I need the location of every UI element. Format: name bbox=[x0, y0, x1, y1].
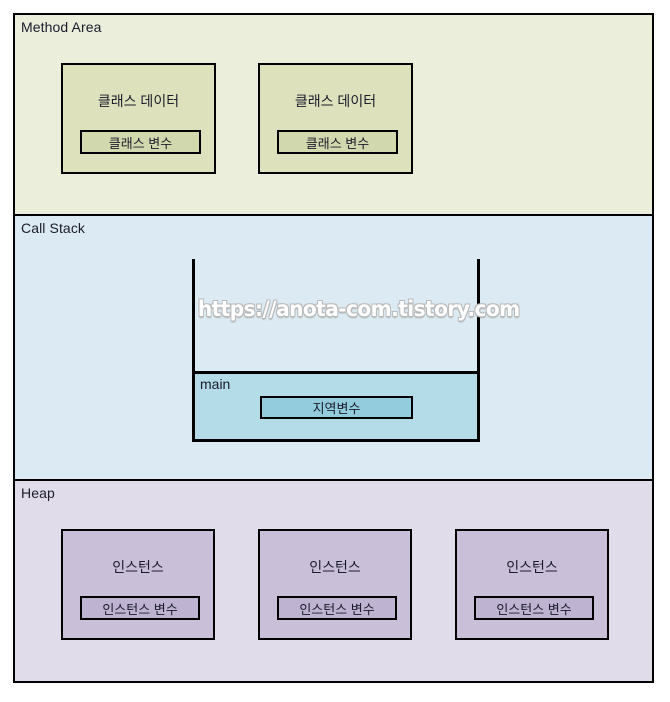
local-variable-chip: 지역변수 bbox=[260, 396, 413, 419]
stack-rail-right bbox=[477, 259, 480, 372]
class-variable-chip: 클래스 변수 bbox=[80, 130, 201, 154]
region-call-stack: Call Stack main 지역변수 https://anota-com.t… bbox=[15, 216, 652, 481]
class-variable-chip: 클래스 변수 bbox=[277, 130, 398, 154]
region-label-call-stack: Call Stack bbox=[21, 220, 86, 236]
stack-frame-name: main bbox=[200, 376, 231, 392]
region-label-method-area: Method Area bbox=[21, 19, 102, 35]
instance-title: 인스턴스 bbox=[112, 559, 164, 575]
instance-box-1: 인스턴스 인스턴스 변수 bbox=[61, 529, 215, 640]
class-data-box-2: 클래스 데이터 클래스 변수 bbox=[258, 63, 413, 174]
instance-box-2: 인스턴스 인스턴스 변수 bbox=[258, 529, 412, 640]
call-stack-container: main 지역변수 bbox=[192, 259, 480, 443]
instance-variable-chip: 인스턴스 변수 bbox=[80, 596, 200, 620]
class-data-box-1: 클래스 데이터 클래스 변수 bbox=[61, 63, 216, 174]
class-data-title: 클래스 데이터 bbox=[97, 93, 180, 109]
region-label-heap: Heap bbox=[21, 485, 55, 501]
class-data-title: 클래스 데이터 bbox=[294, 93, 377, 109]
instance-title: 인스턴스 bbox=[506, 559, 558, 575]
stack-rail-left bbox=[192, 259, 195, 372]
stack-frame-main: main 지역변수 bbox=[192, 371, 480, 442]
region-method-area: Method Area 클래스 데이터 클래스 변수 클래스 데이터 클래스 변… bbox=[15, 15, 652, 216]
instance-box-3: 인스턴스 인스턴스 변수 bbox=[455, 529, 609, 640]
instance-variable-chip: 인스턴스 변수 bbox=[474, 596, 594, 620]
region-heap: Heap 인스턴스 인스턴스 변수 인스턴스 인스턴스 변수 인스턴스 인스턴스… bbox=[15, 481, 652, 681]
jvm-memory-diagram: Method Area 클래스 데이터 클래스 변수 클래스 데이터 클래스 변… bbox=[13, 13, 654, 683]
instance-variable-chip: 인스턴스 변수 bbox=[277, 596, 397, 620]
instance-title: 인스턴스 bbox=[309, 559, 361, 575]
